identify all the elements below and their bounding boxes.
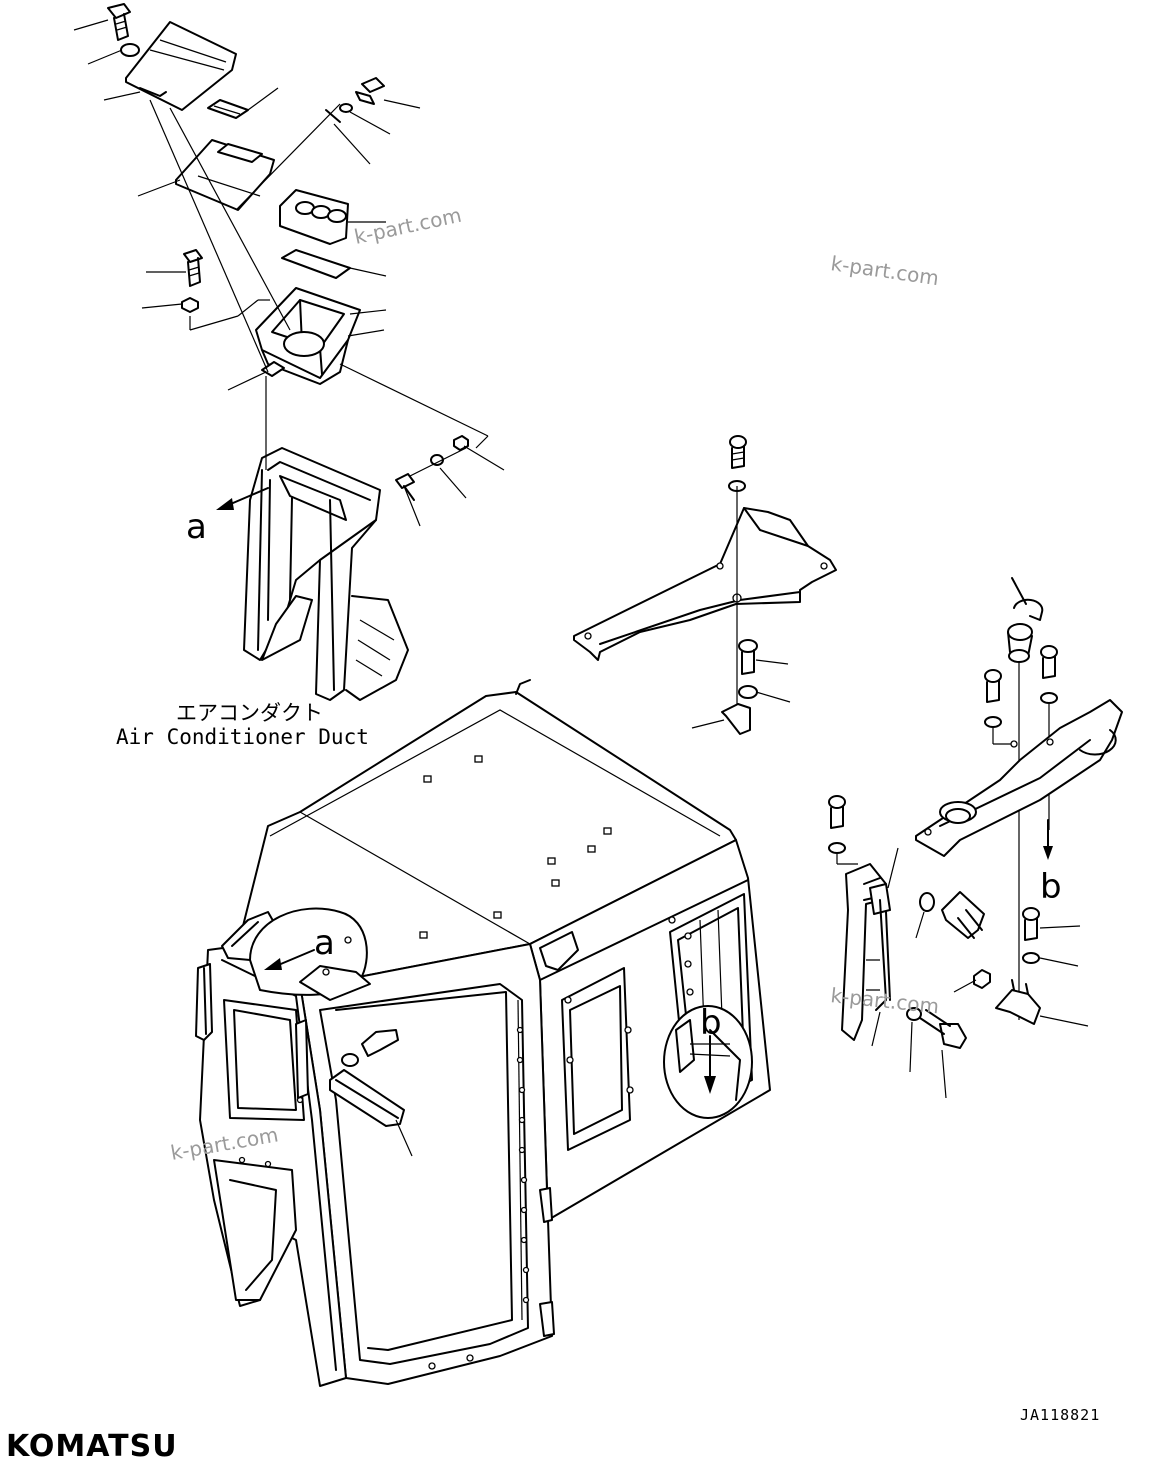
clip-part	[261, 361, 285, 377]
bolt-part	[355, 77, 385, 105]
gasket-strip	[207, 99, 249, 119]
handle-bracket	[995, 989, 1041, 1025]
detail-circle-b: b	[663, 1003, 753, 1119]
washer-part	[1040, 692, 1058, 704]
door-frame-holes	[428, 1026, 530, 1370]
bolt-part	[828, 795, 846, 829]
cup-holder	[279, 189, 349, 245]
drawing-code: JA118821	[1020, 1406, 1100, 1424]
socket-part	[1007, 623, 1033, 663]
washer-part	[120, 43, 140, 57]
washer-part	[906, 1007, 922, 1021]
nut-part	[973, 969, 991, 989]
cab-body: b	[195, 679, 771, 1387]
duct-plate-assembly	[573, 435, 837, 735]
komatsu-logo: KOMATSU	[6, 1429, 178, 1462]
grab-handle	[195, 963, 213, 1041]
bolt-part	[1040, 645, 1058, 679]
air-conditioner-duct	[243, 447, 409, 701]
bolt-part	[984, 669, 1002, 703]
right-detail-assembly: b	[828, 577, 1123, 1099]
bolt-part	[1022, 907, 1040, 941]
screw-part	[395, 473, 415, 501]
washer-part	[339, 103, 353, 113]
view-arrow-a: a	[186, 487, 269, 547]
bolt-part	[738, 639, 758, 675]
caption-english: Air Conditioner Duct	[116, 725, 369, 749]
view-label-b: b	[1040, 867, 1062, 907]
bolt-part	[941, 891, 985, 939]
washer-part	[984, 716, 1002, 728]
washer-part	[738, 685, 758, 699]
hinge-bracket	[841, 863, 891, 1041]
bolt-part	[729, 435, 747, 469]
duct-lid	[175, 139, 275, 211]
view-label-b-cab: b	[700, 1003, 722, 1043]
detail-circle-a: a	[249, 907, 371, 1001]
duct-plate	[573, 507, 837, 661]
washer-part	[828, 842, 846, 854]
spring-pin	[325, 109, 341, 123]
washer-part	[1022, 952, 1040, 964]
cover-lid	[125, 21, 237, 111]
nut-part	[181, 297, 199, 313]
watermark: k-part.com	[352, 203, 464, 249]
clamp-ring	[1013, 598, 1044, 621]
washer-part	[919, 892, 935, 912]
bracket-part	[721, 703, 751, 735]
bolt-part	[183, 249, 203, 287]
leader-lines-top-left	[73, 19, 505, 527]
duct-box	[255, 287, 361, 385]
view-label-a: a	[186, 507, 207, 547]
pad	[281, 249, 351, 279]
duct-assembly-exploded	[107, 3, 469, 701]
door-handle-rail	[329, 1029, 413, 1157]
bolt-part	[919, 1009, 967, 1049]
caption-japanese: エアコンダクト	[176, 701, 323, 725]
bolt-part	[107, 3, 131, 41]
watermark: k-part.com	[829, 251, 940, 290]
view-label-a-cab: a	[314, 923, 335, 963]
